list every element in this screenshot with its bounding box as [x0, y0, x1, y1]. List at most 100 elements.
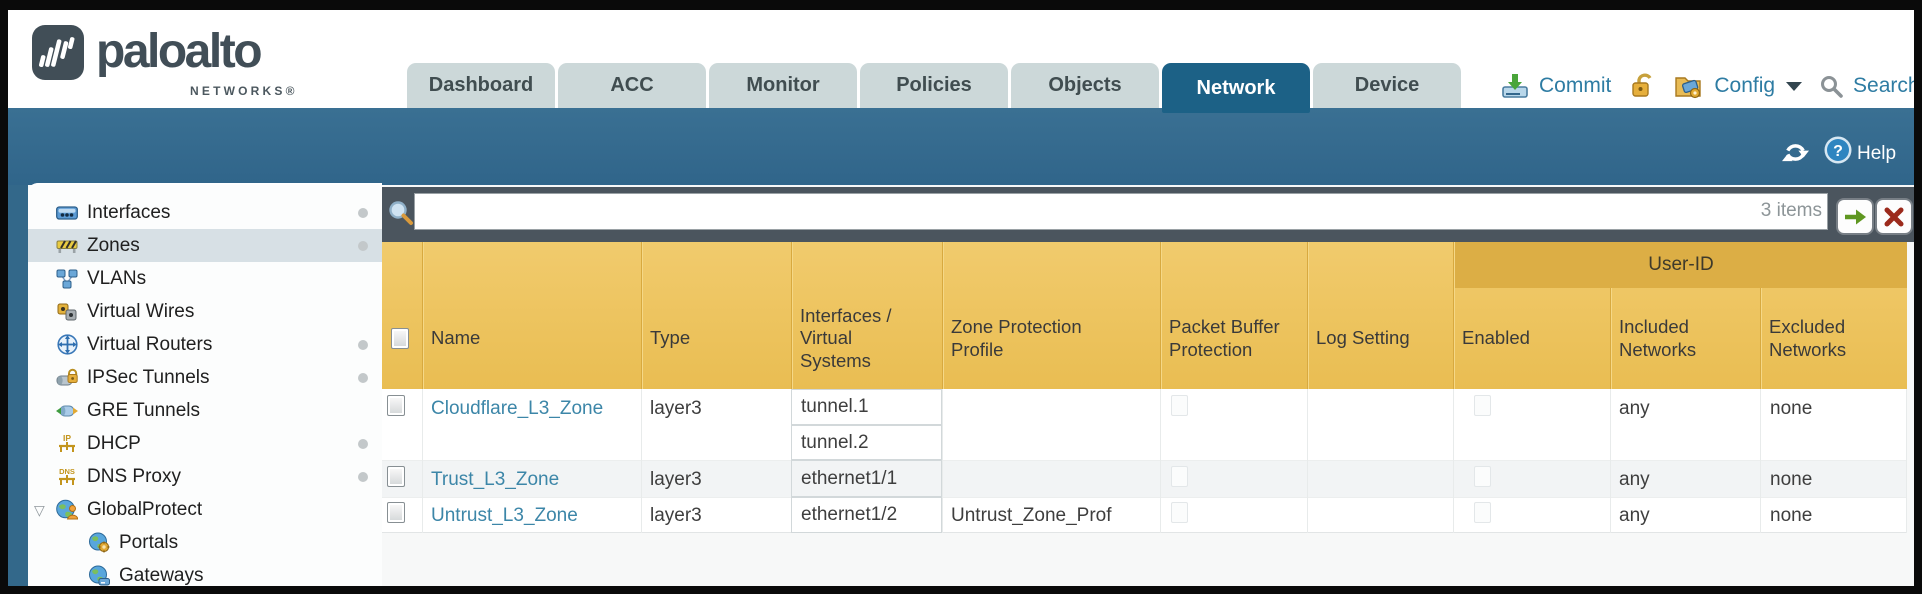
search-button[interactable]: Search	[1853, 74, 1914, 97]
expander-triangle-icon[interactable]: ▽	[34, 502, 45, 518]
sidebar-item-portals[interactable]: Portals	[28, 526, 382, 559]
sidebar-item-label: DNS Proxy	[87, 465, 181, 487]
select-all-checkbox[interactable]	[391, 328, 409, 349]
sidebar-item-interfaces[interactable]: Interfaces	[28, 196, 382, 229]
sidebar-item-ipsec-tunnels[interactable]: IPSec Tunnels	[28, 361, 382, 394]
interface-cell: ethernet1/2	[791, 497, 942, 533]
table-row[interactable]	[382, 460, 1907, 497]
lock-icon[interactable]	[1630, 72, 1657, 100]
table-row[interactable]	[382, 497, 1907, 533]
interface-cell: tunnel.2	[791, 425, 942, 460]
config-icon[interactable]	[1674, 72, 1705, 100]
sidebar-item-label: IPSec Tunnels	[87, 366, 210, 388]
sidebar-item-label: Virtual Routers	[87, 333, 213, 355]
row-checkbox[interactable]	[387, 502, 405, 523]
column-header-zone-protection-profile[interactable]: Zone Protection Profile	[951, 315, 1082, 360]
sidebar-item-vlans[interactable]: VLANs	[28, 262, 382, 295]
status-dot	[358, 208, 368, 218]
sidebar-item-gre-tunnels[interactable]: GRE Tunnels	[28, 394, 382, 427]
status-dot	[358, 241, 368, 251]
sidebar-item-dhcp[interactable]: IP DHCP	[28, 427, 382, 460]
commit-button[interactable]: Commit	[1539, 74, 1612, 97]
table-filter-bar: 3 items	[382, 187, 1914, 242]
tab-policies[interactable]: Policies	[860, 63, 1008, 108]
excluded-networks-value: none	[1770, 469, 1813, 490]
filter-search-icon	[389, 201, 413, 225]
commit-icon[interactable]	[1500, 72, 1530, 100]
sidebar-item-virtual-wires[interactable]: Virtual Wires	[28, 295, 382, 328]
tab-network[interactable]: Network	[1162, 63, 1310, 113]
tab-acc[interactable]: ACC	[558, 63, 706, 108]
table-row[interactable]	[382, 389, 1907, 460]
column-header-packet-buffer-protection[interactable]: Packet Buffer Protection	[1169, 315, 1280, 360]
tab-monitor[interactable]: Monitor	[709, 63, 857, 108]
zone-name-link[interactable]: Untrust_L3_Zone	[431, 505, 578, 526]
user-id-enabled-checkbox[interactable]	[1474, 466, 1491, 487]
row-checkbox[interactable]	[387, 395, 405, 416]
sidebar-item-label: Virtual Wires	[87, 300, 195, 322]
sidebar-item-dns-proxy[interactable]: DNS DNS Proxy	[28, 460, 382, 493]
packet-buffer-checkbox[interactable]	[1171, 466, 1188, 487]
brand-wordmark: paloalto	[96, 25, 263, 78]
config-caret-down-icon[interactable]	[1786, 81, 1803, 91]
tab-device[interactable]: Device	[1313, 63, 1461, 108]
user-id-enabled-checkbox[interactable]	[1474, 395, 1491, 416]
refresh-icon[interactable]	[1782, 139, 1809, 166]
column-header-log-setting[interactable]: Log Setting	[1316, 327, 1410, 349]
sidebar-item-label: DHCP	[87, 432, 141, 454]
ipsec-tunnels-icon	[55, 367, 79, 389]
items-count: 3 items	[1760, 200, 1822, 221]
packet-buffer-checkbox[interactable]	[1171, 395, 1188, 416]
sidebar-item-gateways[interactable]: Gateways	[28, 559, 382, 586]
app-window: paloalto NETWORKS® Dashboard ACC Monitor…	[8, 10, 1914, 586]
sidebar-item-label: Portals	[119, 531, 179, 553]
filter-input[interactable]	[414, 193, 1828, 230]
column-header-interfaces[interactable]: Interfaces / Virtual Systems	[800, 304, 892, 371]
zones-table-header: User-ID Name Type Interfaces / Virtual S…	[382, 242, 1907, 389]
interface-cell: ethernet1/1	[791, 460, 942, 497]
column-header-excluded-networks[interactable]: Excluded Networks	[1769, 315, 1847, 360]
zone-name-link[interactable]: Trust_L3_Zone	[431, 469, 560, 490]
zone-name-link[interactable]: Cloudflare_L3_Zone	[431, 398, 604, 419]
column-header-included-networks[interactable]: Included Networks	[1619, 315, 1697, 360]
column-header-enabled[interactable]: Enabled	[1462, 327, 1530, 349]
sidebar-item-label: Zones	[87, 234, 140, 256]
apply-filter-button[interactable]	[1838, 200, 1872, 233]
included-networks-value: any	[1619, 505, 1650, 526]
network-sidebar: Interfaces Zones VLANs Virtual Wires Vir…	[28, 183, 382, 586]
sidebar-item-globalprotect[interactable]: ▽ GlobalProtect	[28, 493, 382, 526]
interfaces-icon	[55, 202, 79, 224]
brand-subtext: NETWORKS®	[190, 84, 298, 98]
help-label[interactable]: Help	[1857, 143, 1897, 164]
help-icon[interactable]: ?	[1823, 135, 1853, 165]
header-utilities: Commit Config Search	[1500, 66, 1914, 106]
zones-icon	[55, 235, 79, 257]
svg-text:IP: IP	[63, 433, 71, 443]
dns-proxy-icon: DNS	[55, 466, 79, 488]
row-checkbox[interactable]	[387, 466, 405, 487]
user-id-enabled-checkbox[interactable]	[1474, 502, 1491, 523]
excluded-networks-value: none	[1770, 505, 1813, 526]
status-dot	[358, 472, 368, 482]
sidebar-item-label: VLANs	[87, 267, 147, 289]
column-header-name[interactable]: Name	[431, 327, 481, 349]
search-icon[interactable]	[1819, 74, 1844, 99]
gateways-icon	[87, 565, 111, 587]
sidebar-item-zones[interactable]: Zones	[28, 229, 382, 262]
status-dot	[358, 340, 368, 350]
sidebar-item-label: Gateways	[119, 564, 204, 586]
svg-text:DNS: DNS	[59, 467, 75, 476]
paloalto-logo-icon	[32, 25, 84, 80]
top-header: paloalto NETWORKS® Dashboard ACC Monitor…	[8, 10, 1914, 113]
column-header-type[interactable]: Type	[650, 327, 691, 349]
sidebar-item-label: GRE Tunnels	[87, 399, 200, 421]
tab-objects[interactable]: Objects	[1011, 63, 1159, 108]
status-dot	[358, 373, 368, 383]
tab-dashboard[interactable]: Dashboard	[407, 63, 555, 108]
sidebar-item-virtual-routers[interactable]: Virtual Routers	[28, 328, 382, 361]
config-menu[interactable]: Config	[1714, 74, 1776, 97]
main-nav-tabs: Dashboard ACC Monitor Policies Objects N…	[407, 63, 1461, 113]
clear-filter-button[interactable]	[1877, 200, 1911, 233]
packet-buffer-checkbox[interactable]	[1171, 502, 1188, 523]
